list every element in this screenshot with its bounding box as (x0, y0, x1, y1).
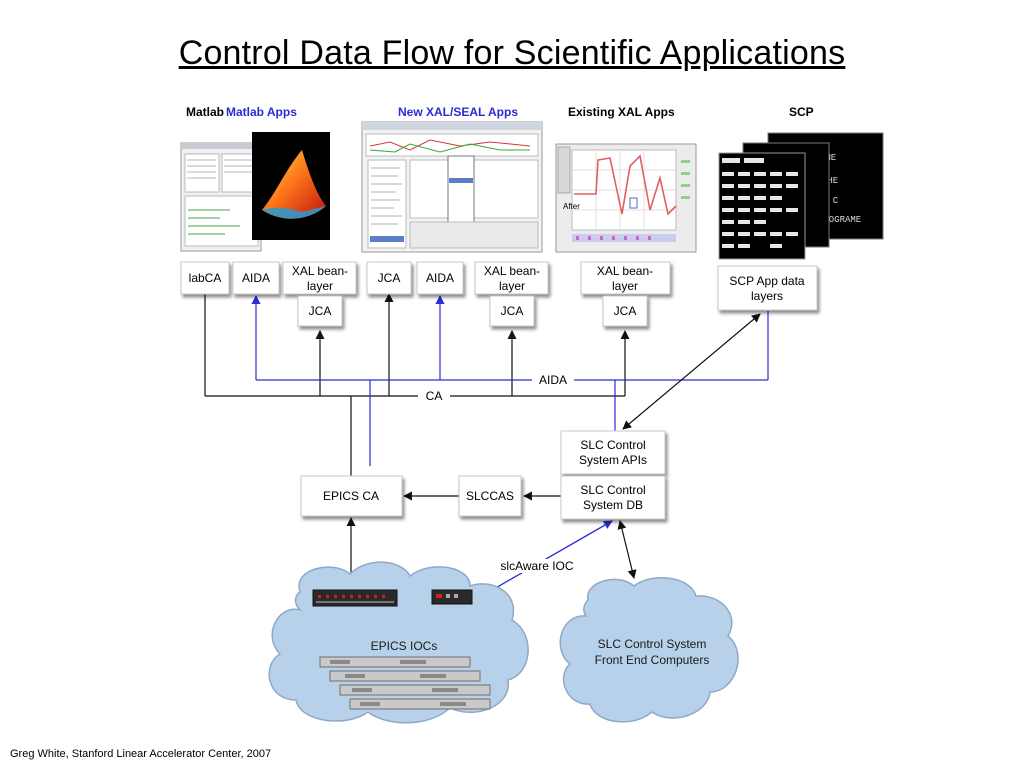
header-existing-xal: Existing XAL Apps (568, 105, 675, 119)
svg-text:layer: layer (499, 279, 525, 293)
slcdb-frontend-link (617, 520, 637, 579)
svg-text:XAL bean-: XAL bean- (292, 264, 348, 278)
svg-text:JCA: JCA (309, 304, 332, 318)
svg-text:JCA: JCA (378, 271, 401, 285)
jca-box-1: JCA (297, 295, 343, 327)
jca-box-2: JCA (366, 261, 412, 295)
slide-title: Control Data Flow for Scientific Applica… (178, 34, 846, 72)
xal-bean-layer-box-3: XAL bean- layer (580, 261, 671, 295)
svg-text:XAL bean-: XAL bean- (597, 264, 653, 278)
scp-line-2: THE (822, 176, 838, 186)
jca-box-3: JCA (489, 295, 535, 327)
connection-lines (204, 293, 769, 602)
matlab-app-screenshot (180, 132, 330, 252)
slc-front-end-label-line-1: SLC Control System (598, 637, 707, 651)
svg-text:slcAware IOC: slcAware IOC (500, 559, 573, 573)
epics-iocs-label: EPICS IOCs (371, 639, 438, 653)
svg-text:JCA: JCA (614, 304, 637, 318)
aida-box-1: AIDA (232, 261, 280, 295)
ca-bus-label: CA (418, 389, 450, 403)
slccas-box: SLCCAS (458, 475, 522, 517)
xal-bean-layer-box-1: XAL bean- layer (282, 261, 357, 295)
svg-text:XAL bean-: XAL bean- (484, 264, 540, 278)
svg-text:CA: CA (426, 389, 443, 403)
epics-iocs-cloud: EPICS IOCs (268, 561, 529, 724)
xal-seal-app-screenshot (361, 121, 543, 253)
slc-front-end-cloud: SLC Control System Front End Computers (559, 576, 739, 723)
svg-text:SLC Control: SLC Control (580, 438, 645, 452)
ioc-rack-device-1 (312, 589, 398, 607)
header-new-xal: New XAL/SEAL Apps (398, 105, 518, 119)
labca-box: labCA (180, 261, 230, 295)
scp-line-3: A C (822, 196, 839, 206)
header-matlab-a: Matlab (186, 105, 224, 119)
svg-text:AIDA: AIDA (426, 271, 454, 285)
ioc-server-stack (319, 656, 491, 710)
existing-xal-after-label: After (563, 202, 580, 211)
scp-app-data-layers-box: SCP App data layers (717, 265, 818, 311)
existing-xal-app-screenshot: After (555, 143, 697, 253)
scp-slc-link (622, 313, 761, 430)
slc-control-system-db-box: SLC Control System DB (560, 475, 666, 520)
svg-text:SLC Control: SLC Control (580, 483, 645, 497)
svg-text:System APIs: System APIs (579, 453, 647, 467)
jca-box-4: JCA (602, 295, 648, 327)
header-scp: SCP (789, 105, 814, 119)
slcaware-label: slcAware IOC (497, 559, 577, 573)
svg-text:layer: layer (307, 279, 333, 293)
svg-text:JCA: JCA (501, 304, 524, 318)
aida-box-2: AIDA (416, 261, 464, 295)
header-matlab-b: Matlab Apps (226, 105, 297, 119)
svg-text:SCP App data: SCP App data (729, 274, 804, 288)
slc-control-system-apis-box: SLC Control System APIs (560, 430, 666, 475)
scp-line-4: PROGRAME (818, 215, 861, 225)
svg-text:layers: layers (751, 289, 783, 303)
xal-bean-layer-box-2: XAL bean- layer (474, 261, 549, 295)
svg-text:layer: layer (612, 279, 638, 293)
svg-text:labCA: labCA (189, 271, 222, 285)
ioc-rack-device-2 (431, 589, 473, 605)
footer-credit: Greg White, Stanford Linear Accelerator … (10, 748, 272, 760)
svg-text:EPICS CA: EPICS CA (323, 489, 379, 503)
svg-text:AIDA: AIDA (539, 373, 567, 387)
epics-ca-box: EPICS CA (300, 475, 403, 517)
slc-front-end-label-line-2: Front End Computers (595, 653, 710, 667)
aida-bus-label: AIDA (532, 373, 574, 387)
svg-text:SLCCAS: SLCCAS (466, 489, 514, 503)
svg-text:System DB: System DB (583, 498, 643, 512)
svg-text:AIDA: AIDA (242, 271, 270, 285)
scp-console-screenshot: OME THE A C PROGRAME (718, 132, 884, 260)
